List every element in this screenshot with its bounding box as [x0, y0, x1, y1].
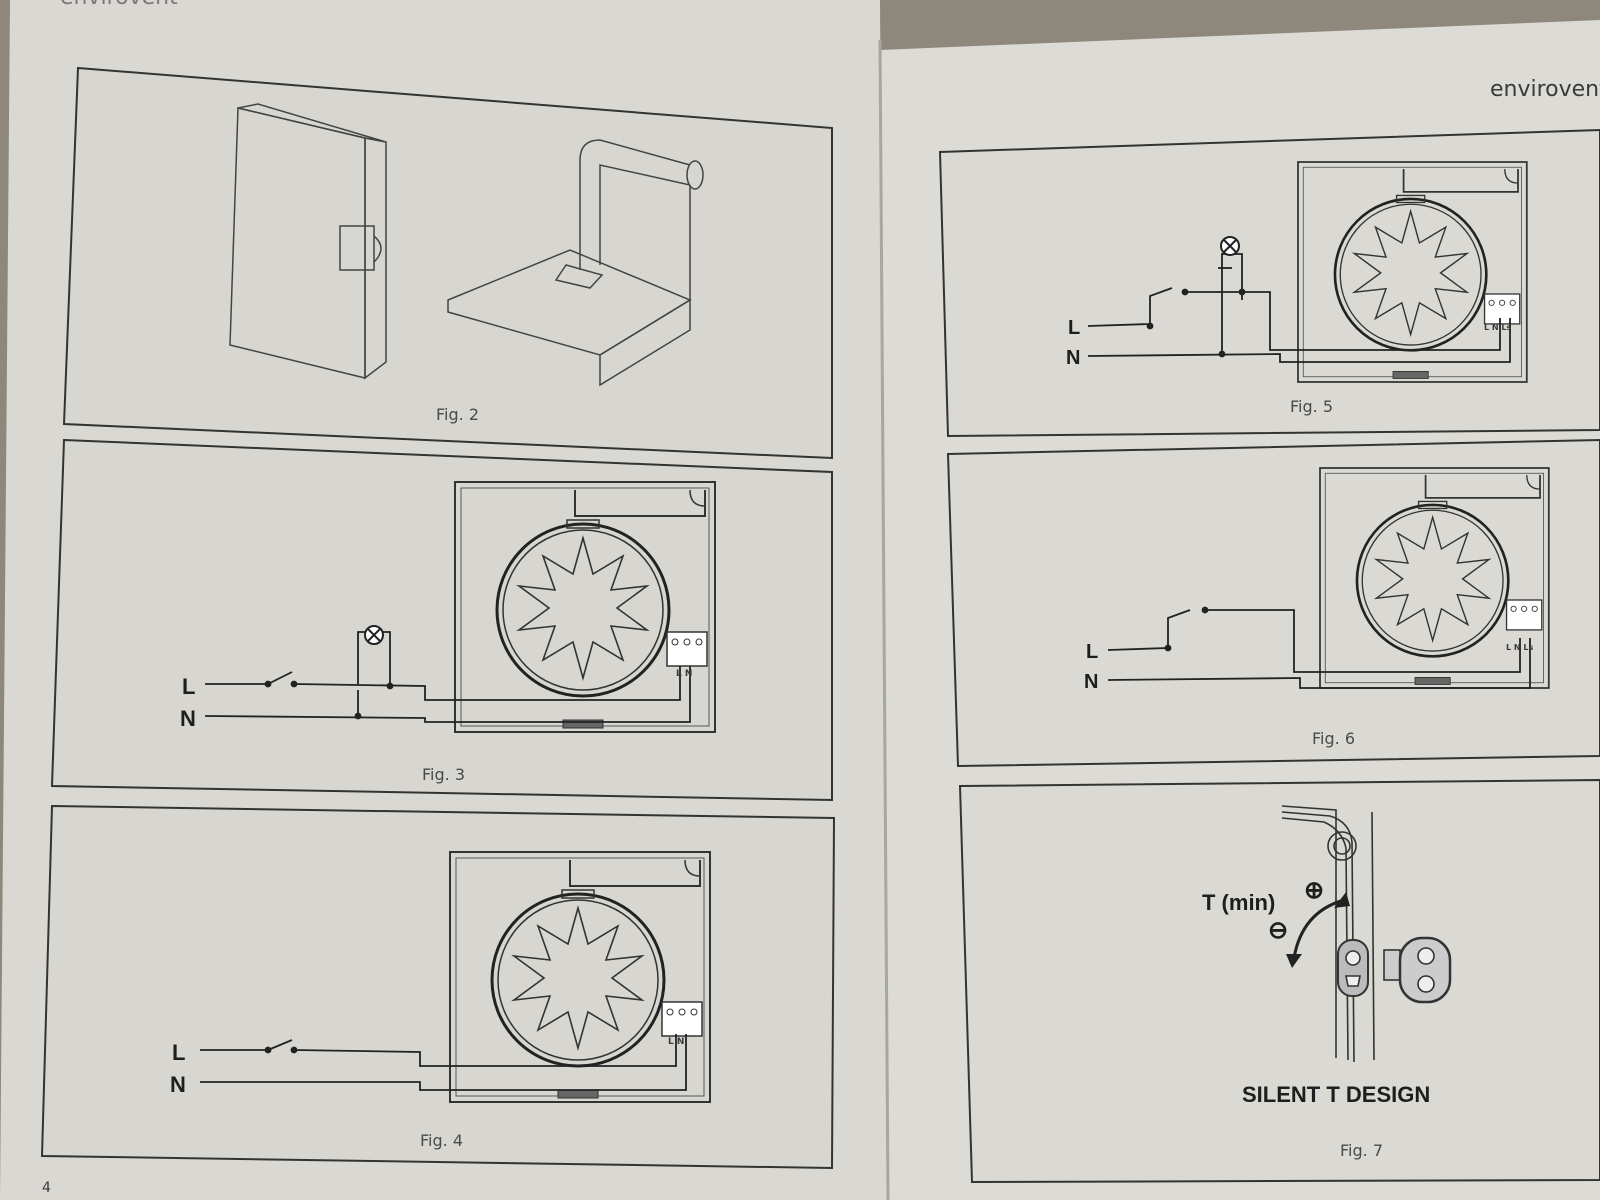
figure-3-lamp-icon [364, 625, 384, 645]
figure-3-wiring [204, 631, 691, 723]
figure-3: L N L N Fig. 3 [50, 438, 833, 802]
silent-t-design-label: SILENT T DESIGN [1242, 1082, 1430, 1107]
figure-4: L N L N Fig. 4 [40, 804, 836, 1170]
book-spine [878, 39, 890, 1200]
wall-mount-illustration [229, 103, 387, 380]
figure-3-neutral-label: N [180, 706, 196, 731]
figure-3-frame [50, 438, 833, 802]
figure-2-frame [62, 66, 833, 460]
figure-7-caption: Fig. 7 [1340, 1141, 1383, 1160]
figure-5: L N L N Ls Fig. 5 [938, 128, 1600, 438]
figure-6-live-label: L [1086, 641, 1098, 663]
figure-6-terminal-label: L N Ls [1506, 643, 1533, 652]
figure-4-terminal-label: L N [668, 1037, 684, 1047]
figure-4-wiring [200, 1034, 687, 1091]
timer-adjust-illustration [1281, 805, 1452, 1063]
rotation-arrow-icon [1292, 898, 1345, 959]
figure-3-live-label: L [182, 674, 195, 699]
figure-7: T (min) ⊕ ⊖ SILENT T DESIGN Fig. 7 [958, 778, 1600, 1184]
figure-2: Fig. 2 [62, 66, 833, 460]
ceiling-mount-illustration [447, 139, 704, 387]
figure-5-neutral-label: N [1066, 347, 1080, 369]
page-number: 4 [42, 1180, 51, 1196]
arrow-head-down-icon [1286, 954, 1302, 968]
figure-6-frame [946, 438, 1600, 768]
figure-4-neutral-label: N [170, 1072, 186, 1097]
figure-3-terminal-label: L N [676, 669, 692, 679]
figure-3-caption: Fig. 3 [422, 765, 465, 784]
plus-icon: ⊕ [1304, 877, 1324, 904]
figure-6-neutral-label: N [1084, 671, 1098, 693]
figure-2-caption: Fig. 2 [436, 405, 479, 424]
minus-icon: ⊖ [1268, 917, 1288, 944]
figure-5-live-label: L [1068, 317, 1080, 339]
arrow-head-up-icon [1334, 892, 1350, 908]
figure-6-caption: Fig. 6 [1312, 729, 1355, 748]
brand-logo: envirovent [1490, 77, 1600, 102]
figure-4-frame [40, 804, 836, 1170]
header-fragment: envirovent [60, 0, 178, 10]
figure-6-wiring [1107, 606, 1531, 689]
figure-5-terminal-label: L N Ls [1484, 323, 1511, 332]
figure-5-frame [938, 128, 1600, 438]
figure-5-lamp-icon [1220, 236, 1240, 256]
timer-label: T (min) [1202, 890, 1275, 915]
figure-6: L N L N Ls Fig. 6 [946, 438, 1600, 768]
figure-4-caption: Fig. 4 [420, 1131, 463, 1150]
figure-5-caption: Fig. 5 [1290, 397, 1333, 416]
figure-7-frame [958, 778, 1600, 1184]
figure-4-live-label: L [172, 1040, 185, 1065]
